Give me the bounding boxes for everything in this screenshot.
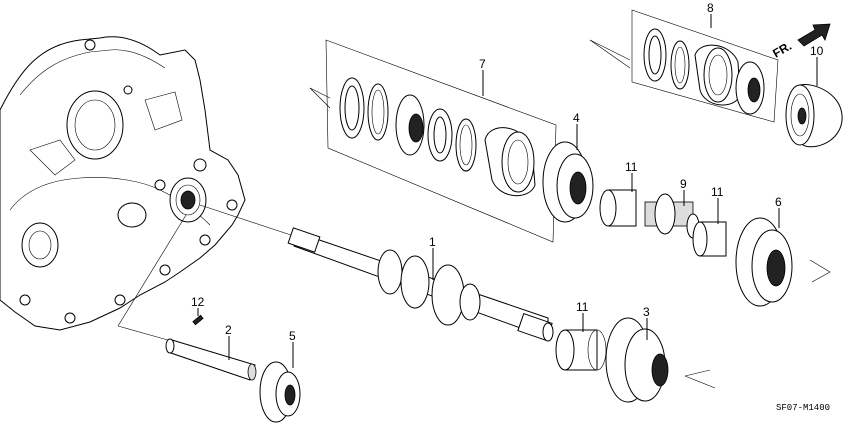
front-direction-label: FR.	[770, 39, 794, 61]
callout-11-lower: 11	[576, 300, 589, 314]
part-10-bearing	[785, 83, 843, 148]
callout-labels: 1 2 3 4 5 6 7 8 9 10 11 11 11 12	[191, 1, 824, 343]
callout-8: 8	[707, 1, 714, 15]
callout-6: 6	[775, 195, 782, 209]
front-direction-arrow	[797, 23, 831, 47]
part-11-needle-bearing-upper-right	[692, 221, 727, 257]
sync-assembly-parts-7	[339, 77, 536, 197]
sync-assembly-parts-8	[643, 28, 765, 115]
part-12-pin	[192, 314, 204, 326]
callout-2: 2	[225, 323, 232, 337]
part-4-gear	[542, 141, 594, 223]
part-2-shaft	[165, 338, 257, 381]
sync-assembly-bracket-8	[631, 9, 779, 123]
callout-3: 3	[643, 305, 650, 319]
callout-12: 12	[191, 295, 205, 309]
part-6-gear	[735, 217, 793, 307]
assembly-guide-lines	[117, 39, 831, 389]
part-11-needle-bearing-lower	[555, 329, 607, 371]
part-3-gear	[605, 317, 669, 403]
drawing-code: SF07-M1400	[776, 403, 830, 413]
part-5-gear	[259, 361, 301, 423]
callout-7: 7	[479, 57, 486, 71]
callout-11-upper-right: 11	[711, 185, 724, 199]
leader-lines	[197, 14, 818, 368]
callout-5: 5	[289, 329, 296, 343]
callout-11-upper-left: 11	[625, 160, 638, 174]
callout-9: 9	[680, 177, 687, 191]
transmission-housing	[0, 36, 246, 331]
callout-4: 4	[573, 111, 580, 125]
sync-assembly-bracket-7	[325, 39, 557, 243]
callout-10: 10	[810, 44, 824, 58]
part-11-needle-bearing-upper-left	[599, 189, 637, 227]
part-9-collar	[644, 193, 700, 239]
callout-1: 1	[429, 235, 436, 249]
part-1-mainshaft	[287, 227, 554, 342]
